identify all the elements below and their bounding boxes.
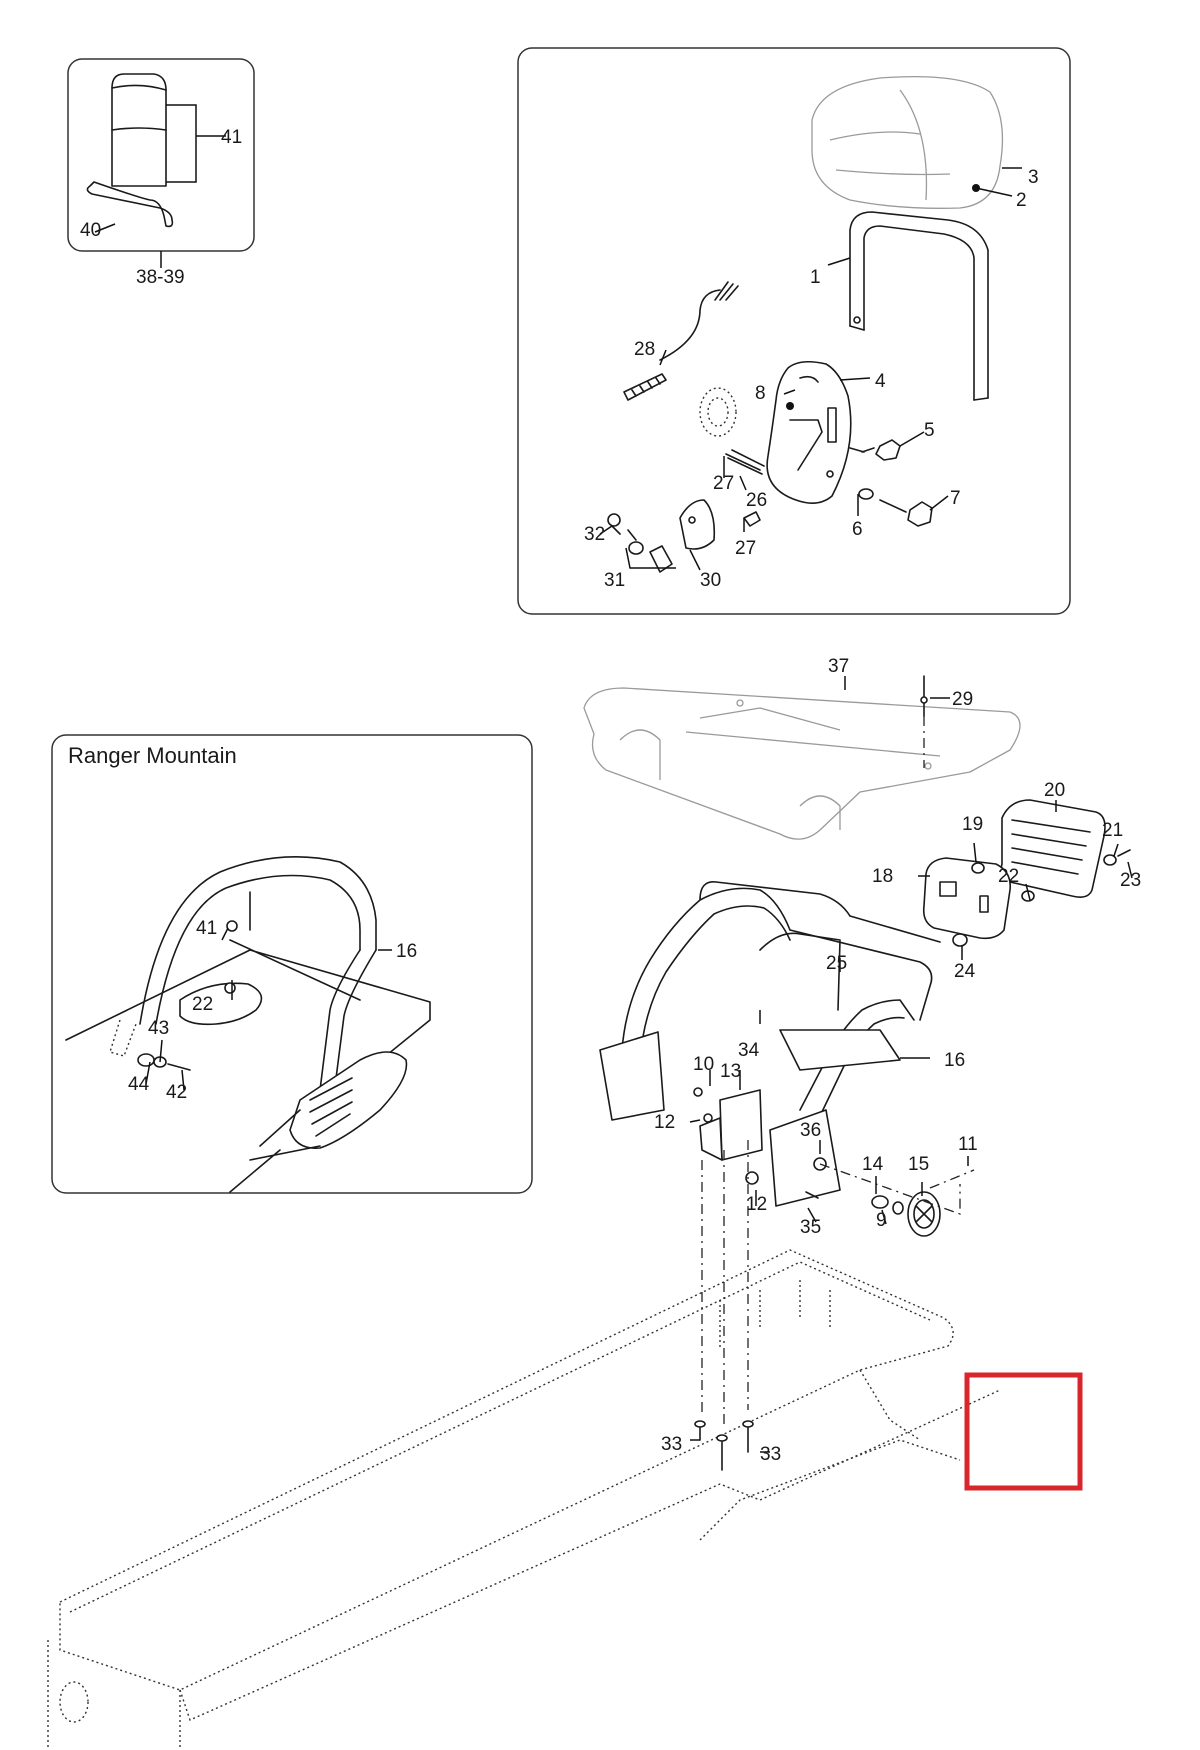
label-36: 36 <box>800 1120 821 1141</box>
label-40: 40 <box>80 220 101 241</box>
label-38-39: 38-39 <box>136 267 185 288</box>
mountain-track-part <box>229 1051 408 1193</box>
mountain-bolt-part <box>137 920 238 1071</box>
label-33b: 33 <box>760 1444 781 1465</box>
label-26: 26 <box>746 490 767 511</box>
mountain-deck-part <box>65 949 431 1081</box>
label-12a: 12 <box>654 1112 675 1133</box>
label-20: 20 <box>1044 780 1065 801</box>
label-3: 3 <box>1028 167 1039 188</box>
label-34: 34 <box>738 1040 760 1061</box>
label-44: 44 <box>128 1074 150 1095</box>
label-21: 21 <box>1102 820 1123 841</box>
label-25: 25 <box>826 953 847 974</box>
latch-cover-part <box>679 499 716 550</box>
bolts-33-part <box>694 1420 754 1471</box>
rear-wheel-part <box>907 1191 941 1237</box>
label-15: 15 <box>908 1154 929 1175</box>
mountain-handle-part <box>139 856 377 1095</box>
seat-frame-part <box>599 881 941 1207</box>
tunnel-part <box>47 1249 1001 1748</box>
label-35: 35 <box>800 1217 821 1238</box>
label-37: 37 <box>828 656 849 677</box>
light-fasteners-part <box>952 849 1131 947</box>
label-2: 2 <box>1016 190 1027 211</box>
label-9: 9 <box>876 1210 887 1231</box>
label-24: 24 <box>954 961 976 982</box>
pin-29-part <box>920 675 928 717</box>
inset-box-ranger-mountain <box>51 734 533 1194</box>
mount-bracket-part <box>766 360 852 504</box>
label-42: 42 <box>166 1082 187 1103</box>
backrest-pad-part <box>811 76 1004 209</box>
inset-box-backrest <box>517 47 1071 615</box>
small-screw-part <box>607 511 761 573</box>
label-23: 23 <box>1120 870 1141 891</box>
wire-harness-part <box>659 281 739 361</box>
label-13: 13 <box>720 1061 741 1082</box>
spanner-wrench-part <box>86 181 174 228</box>
label-16a: 16 <box>396 941 417 962</box>
label-31: 31 <box>604 570 625 591</box>
backrest-frame-part <box>849 211 989 401</box>
label-22a: 22 <box>192 994 213 1015</box>
label-16b: 16 <box>944 1050 965 1071</box>
label-41b: 41 <box>196 918 217 939</box>
highlight-marker <box>964 1372 1083 1491</box>
label-41a: 41 <box>221 127 242 148</box>
label-14: 14 <box>862 1154 884 1175</box>
label-12b: 12 <box>746 1194 767 1215</box>
label-22b: 22 <box>998 866 1019 887</box>
label-32: 32 <box>584 524 605 545</box>
label-19: 19 <box>962 814 983 835</box>
label-18: 18 <box>872 866 893 887</box>
axle-parts <box>693 1087 904 1215</box>
label-8: 8 <box>755 383 766 404</box>
label-28: 28 <box>634 339 655 360</box>
label-29: 29 <box>952 689 973 710</box>
gear-wheel-part <box>699 387 737 437</box>
label-5: 5 <box>924 420 935 441</box>
label-11: 11 <box>958 1134 978 1155</box>
bracket-34-part <box>699 1089 763 1161</box>
label-7: 7 <box>950 488 961 509</box>
label-33a: 33 <box>661 1434 682 1455</box>
connector-part <box>623 373 667 401</box>
label-10: 10 <box>693 1054 714 1075</box>
light-housing-part <box>922 857 1012 940</box>
label-43: 43 <box>148 1018 169 1039</box>
label-27b: 27 <box>735 538 756 559</box>
spring-part <box>725 449 765 475</box>
inset-title-ranger-mountain: Ranger Mountain <box>68 743 237 768</box>
label-27a: 27 <box>713 473 734 494</box>
label-30: 30 <box>700 570 721 591</box>
label-1: 1 <box>810 267 821 288</box>
label-4: 4 <box>875 371 886 392</box>
knob-upper-part <box>849 439 901 461</box>
cover-part <box>111 73 167 187</box>
seat-part <box>583 687 1021 840</box>
knob-lower-part <box>858 488 933 527</box>
label-6: 6 <box>852 519 863 540</box>
